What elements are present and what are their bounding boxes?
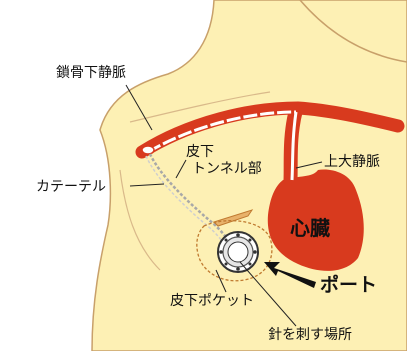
- vein-entry-point: [142, 146, 154, 154]
- port-septum: [228, 242, 248, 262]
- label-port: ポート: [320, 276, 377, 295]
- label-catheter: カテーテル: [36, 180, 106, 194]
- label-subclavian-vein: 鎖骨下静脈: [56, 66, 126, 80]
- label-subcutaneous-line2: トンネル部: [192, 162, 262, 176]
- label-subcutaneous-line1: 皮下: [186, 145, 214, 159]
- label-heart: 心臓: [290, 218, 330, 238]
- label-subcutaneous-pocket: 皮下ポケット: [170, 294, 254, 308]
- label-superior-vena-cava: 上大静脈: [324, 155, 380, 169]
- label-needle-site: 針を刺す場所: [268, 328, 352, 342]
